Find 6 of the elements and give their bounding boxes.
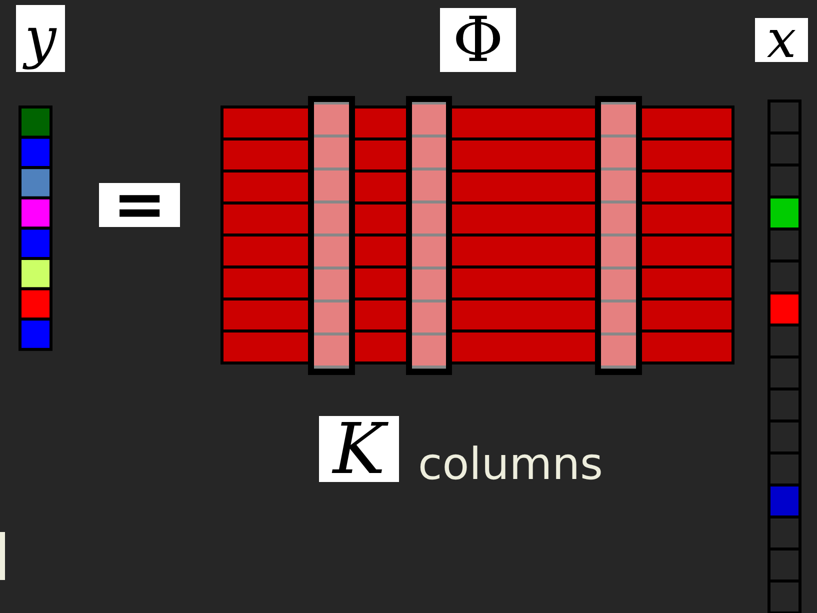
matrix-symbol: Φ [440, 8, 516, 72]
caption-text: columns [418, 438, 604, 492]
equals-sign: = [99, 183, 180, 227]
variable-symbol: K [319, 416, 399, 482]
vector-symbol: y [16, 5, 65, 72]
vector-symbol: x [755, 18, 808, 62]
